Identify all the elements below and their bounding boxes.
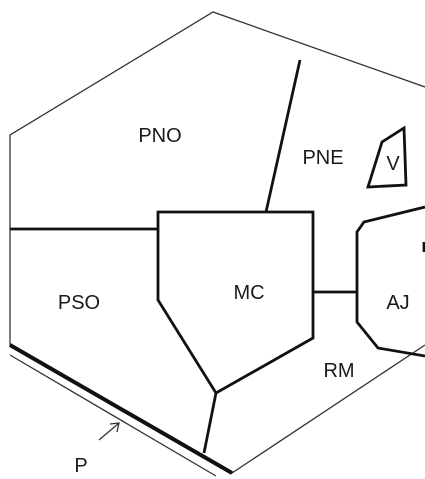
label-pne: PNE — [302, 147, 343, 169]
mc-region-outline — [156, 210, 315, 395]
mc-to-border-line — [202, 392, 218, 454]
aj-region-outline — [355, 205, 425, 358]
label-pno: PNO — [138, 125, 181, 147]
p-border-strip — [9, 343, 233, 475]
p-border-inner-edge — [9, 354, 217, 477]
label-v: V — [386, 153, 400, 175]
label-rm: RM — [323, 360, 354, 382]
pno-pne-divider — [264, 59, 302, 213]
label-pso: PSO — [58, 292, 100, 314]
hexagon-outline — [9, 11, 425, 474]
label-mc: MC — [233, 282, 264, 304]
label-p: P — [74, 455, 87, 477]
label-aj: AJ — [386, 292, 409, 314]
p-arrow-head — [109, 422, 120, 433]
p-arrow-shaft — [98, 422, 120, 441]
v-region-outline — [366, 125, 408, 189]
